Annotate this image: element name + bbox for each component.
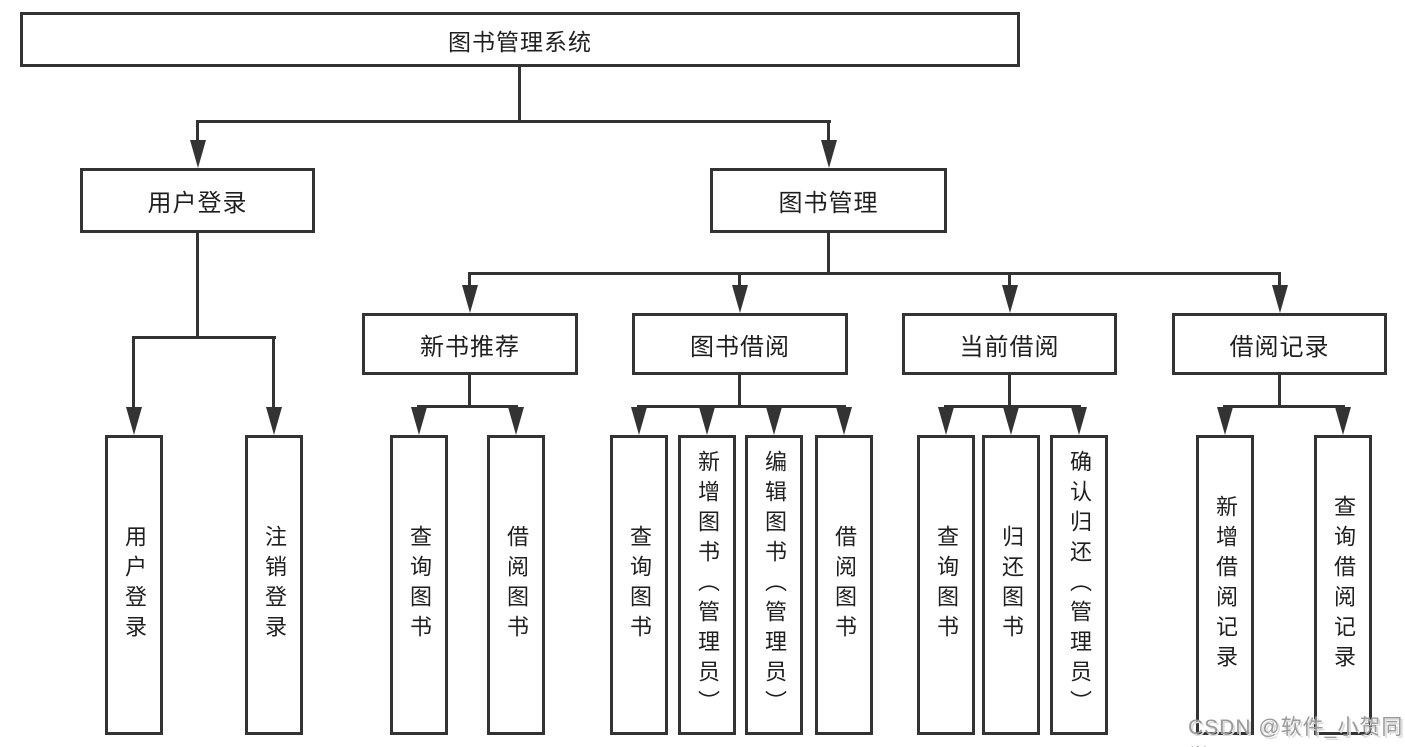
connector-user-login-stem	[196, 233, 199, 336]
leaf-records-add-record-label: 新增借阅记录	[1213, 495, 1238, 675]
leaf-current-confirm-return-admin: 确认归还（管理员）	[1050, 435, 1108, 735]
leaf-current-confirm-return-admin-label: 确认归还（管理员）	[1067, 450, 1092, 720]
connector-book-borrow-rail	[637, 405, 846, 408]
arrowhead-icon	[1272, 285, 1288, 313]
connector-book-mgmt-stem	[827, 233, 830, 272]
connector-root-stem	[518, 67, 521, 120]
connector-user-login-drop	[272, 336, 275, 407]
arrowhead-icon	[732, 285, 748, 313]
connector-book-mgmt-drop	[468, 272, 471, 286]
csdn-watermark: CSDN @软件_小贺同学	[1188, 716, 1404, 747]
arrowhead-icon	[938, 407, 954, 435]
leaf-newrec-query-books: 查询图书	[390, 435, 448, 735]
connector-book-mgmt-drop	[1008, 272, 1011, 286]
connector-user-login-rail	[132, 336, 276, 339]
node-book-management: 图书管理	[710, 168, 947, 233]
leaf-borrow-borrow-books-label: 借阅图书	[832, 525, 857, 645]
arrowhead-icon	[508, 407, 524, 435]
leaf-records-query-record-label: 查询借阅记录	[1331, 495, 1356, 675]
connector-current-borrow-stem	[1008, 375, 1011, 405]
leaf-logout: 注销登录	[245, 435, 303, 735]
leaf-borrow-edit-books-admin-label: 编辑图书（管理员）	[762, 450, 787, 720]
arrowhead-icon	[1003, 407, 1019, 435]
node-root-label: 图书管理系统	[448, 28, 592, 55]
leaf-logout-label: 注销登录	[262, 525, 287, 645]
connector-book-borrow-stem	[738, 375, 741, 405]
leaf-borrow-query-books-label: 查询图书	[627, 525, 652, 645]
node-book-borrow-label: 图书借阅	[690, 333, 790, 361]
leaf-current-return-books: 归还图书	[982, 435, 1040, 735]
connector-current-borrow-rail	[944, 405, 1081, 408]
leaf-borrow-query-books: 查询图书	[610, 435, 668, 735]
node-borrow-records: 借阅记录	[1172, 313, 1387, 375]
connector-new-rec-stem	[468, 375, 471, 405]
connector-root-drop-left	[196, 120, 199, 141]
node-root: 图书管理系统	[20, 12, 1020, 67]
leaf-records-query-record: 查询借阅记录	[1314, 435, 1372, 735]
leaf-borrow-add-books-admin-label: 新增图书（管理员）	[695, 450, 720, 720]
connector-root-drop-right	[827, 120, 830, 141]
arrowhead-icon	[699, 407, 715, 435]
arrowhead-icon	[266, 407, 282, 435]
leaf-user-login: 用户登录	[105, 435, 163, 735]
connector-book-mgmt-drop	[1278, 272, 1281, 286]
node-book-management-label: 图书管理	[778, 190, 879, 217]
leaf-newrec-borrow-books-label: 借阅图书	[504, 525, 529, 645]
arrowhead-icon	[190, 140, 206, 168]
leaf-borrow-edit-books-admin: 编辑图书（管理员）	[745, 435, 803, 735]
node-borrow-records-label: 借阅记录	[1229, 333, 1330, 361]
node-current-borrow: 当前借阅	[902, 313, 1117, 375]
connector-borrow-records-rail	[1223, 405, 1345, 408]
arrowhead-icon	[1002, 285, 1018, 313]
arrowhead-icon	[411, 407, 427, 435]
leaf-user-login-label: 用户登录	[122, 525, 147, 645]
leaf-records-add-record: 新增借阅记录	[1196, 435, 1254, 735]
leaf-current-query-books-label: 查询图书	[934, 525, 959, 645]
connector-book-mgmt-rail	[468, 272, 1281, 275]
arrowhead-icon	[126, 407, 142, 435]
leaf-current-return-books-label: 归还图书	[999, 525, 1024, 645]
leaf-newrec-query-books-label: 查询图书	[407, 525, 432, 645]
connector-new-rec-rail	[417, 405, 518, 408]
node-book-borrow: 图书借阅	[632, 313, 848, 375]
node-user-login: 用户登录	[80, 168, 315, 233]
connector-root-rail	[196, 120, 831, 123]
arrowhead-icon	[836, 407, 852, 435]
leaf-current-query-books: 查询图书	[917, 435, 975, 735]
arrowhead-icon	[1071, 407, 1087, 435]
arrowhead-icon	[1217, 407, 1233, 435]
arrowhead-icon	[766, 407, 782, 435]
connector-book-mgmt-drop	[738, 272, 741, 286]
arrowhead-icon	[631, 407, 647, 435]
leaf-borrow-borrow-books: 借阅图书	[815, 435, 873, 735]
node-current-borrow-label: 当前借阅	[959, 333, 1060, 361]
node-user-login-label: 用户登录	[147, 190, 248, 217]
arrowhead-icon	[462, 285, 478, 313]
arrowhead-icon	[1335, 407, 1351, 435]
arrowhead-icon	[821, 140, 837, 168]
leaf-borrow-add-books-admin: 新增图书（管理员）	[678, 435, 736, 735]
connector-borrow-records-stem	[1278, 375, 1281, 405]
node-new-book-recommend-label: 新书推荐	[420, 333, 520, 361]
connector-user-login-drop	[132, 336, 135, 407]
node-new-book-recommend: 新书推荐	[362, 313, 578, 375]
leaf-newrec-borrow-books: 借阅图书	[487, 435, 545, 735]
